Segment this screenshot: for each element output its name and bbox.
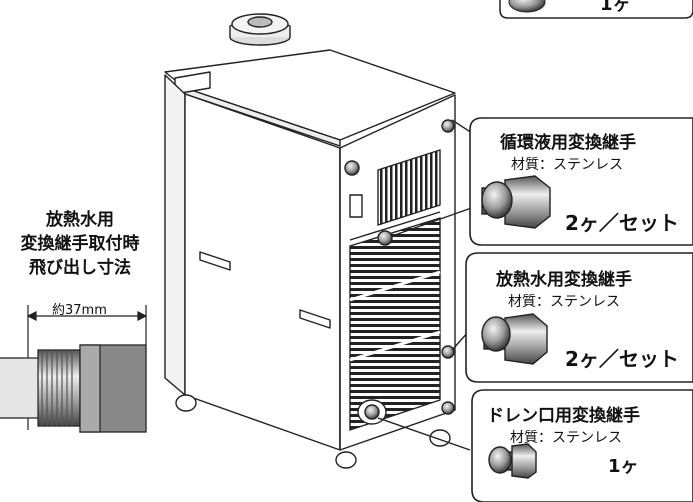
dimension-detail	[0, 305, 148, 433]
chiller-unit	[164, 13, 456, 469]
fitting-drawing-1	[481, 175, 551, 229]
fitting-icon	[508, 0, 546, 13]
callout-material: 材質：ステンレス	[508, 294, 620, 310]
callout-title: 循環液用変換継手	[500, 133, 636, 153]
fitting-drawing-3	[488, 443, 537, 479]
top-box-quantity: 1ヶ	[600, 0, 631, 15]
side-note-line: 飛び出し寸法	[29, 258, 131, 278]
side-note: 放熱水用 変換継手取付時 飛び出し寸法	[0, 208, 160, 280]
callout-title: 放熱水用変換継手	[496, 270, 632, 290]
side-note-line: 放熱水用	[46, 210, 114, 230]
callout-quantity: 2ヶ／セット	[565, 347, 679, 371]
callout-material: 材質：ステンレス	[510, 430, 622, 446]
callout-quantity: 1ヶ	[608, 456, 639, 477]
side-note-line: 変換継手取付時	[20, 234, 140, 254]
dimension-label: 約37mm	[52, 303, 107, 318]
callout-quantity: 2ヶ／セット	[565, 211, 679, 235]
top-fitting-box	[499, 0, 693, 19]
fitting-drawing-2	[481, 313, 548, 365]
callout-title: ドレン口用変換継手	[487, 406, 640, 426]
callout-material: 材質：ステンレス	[511, 157, 623, 173]
leader-drain	[377, 417, 471, 451]
leader-drain-out	[391, 204, 481, 237]
